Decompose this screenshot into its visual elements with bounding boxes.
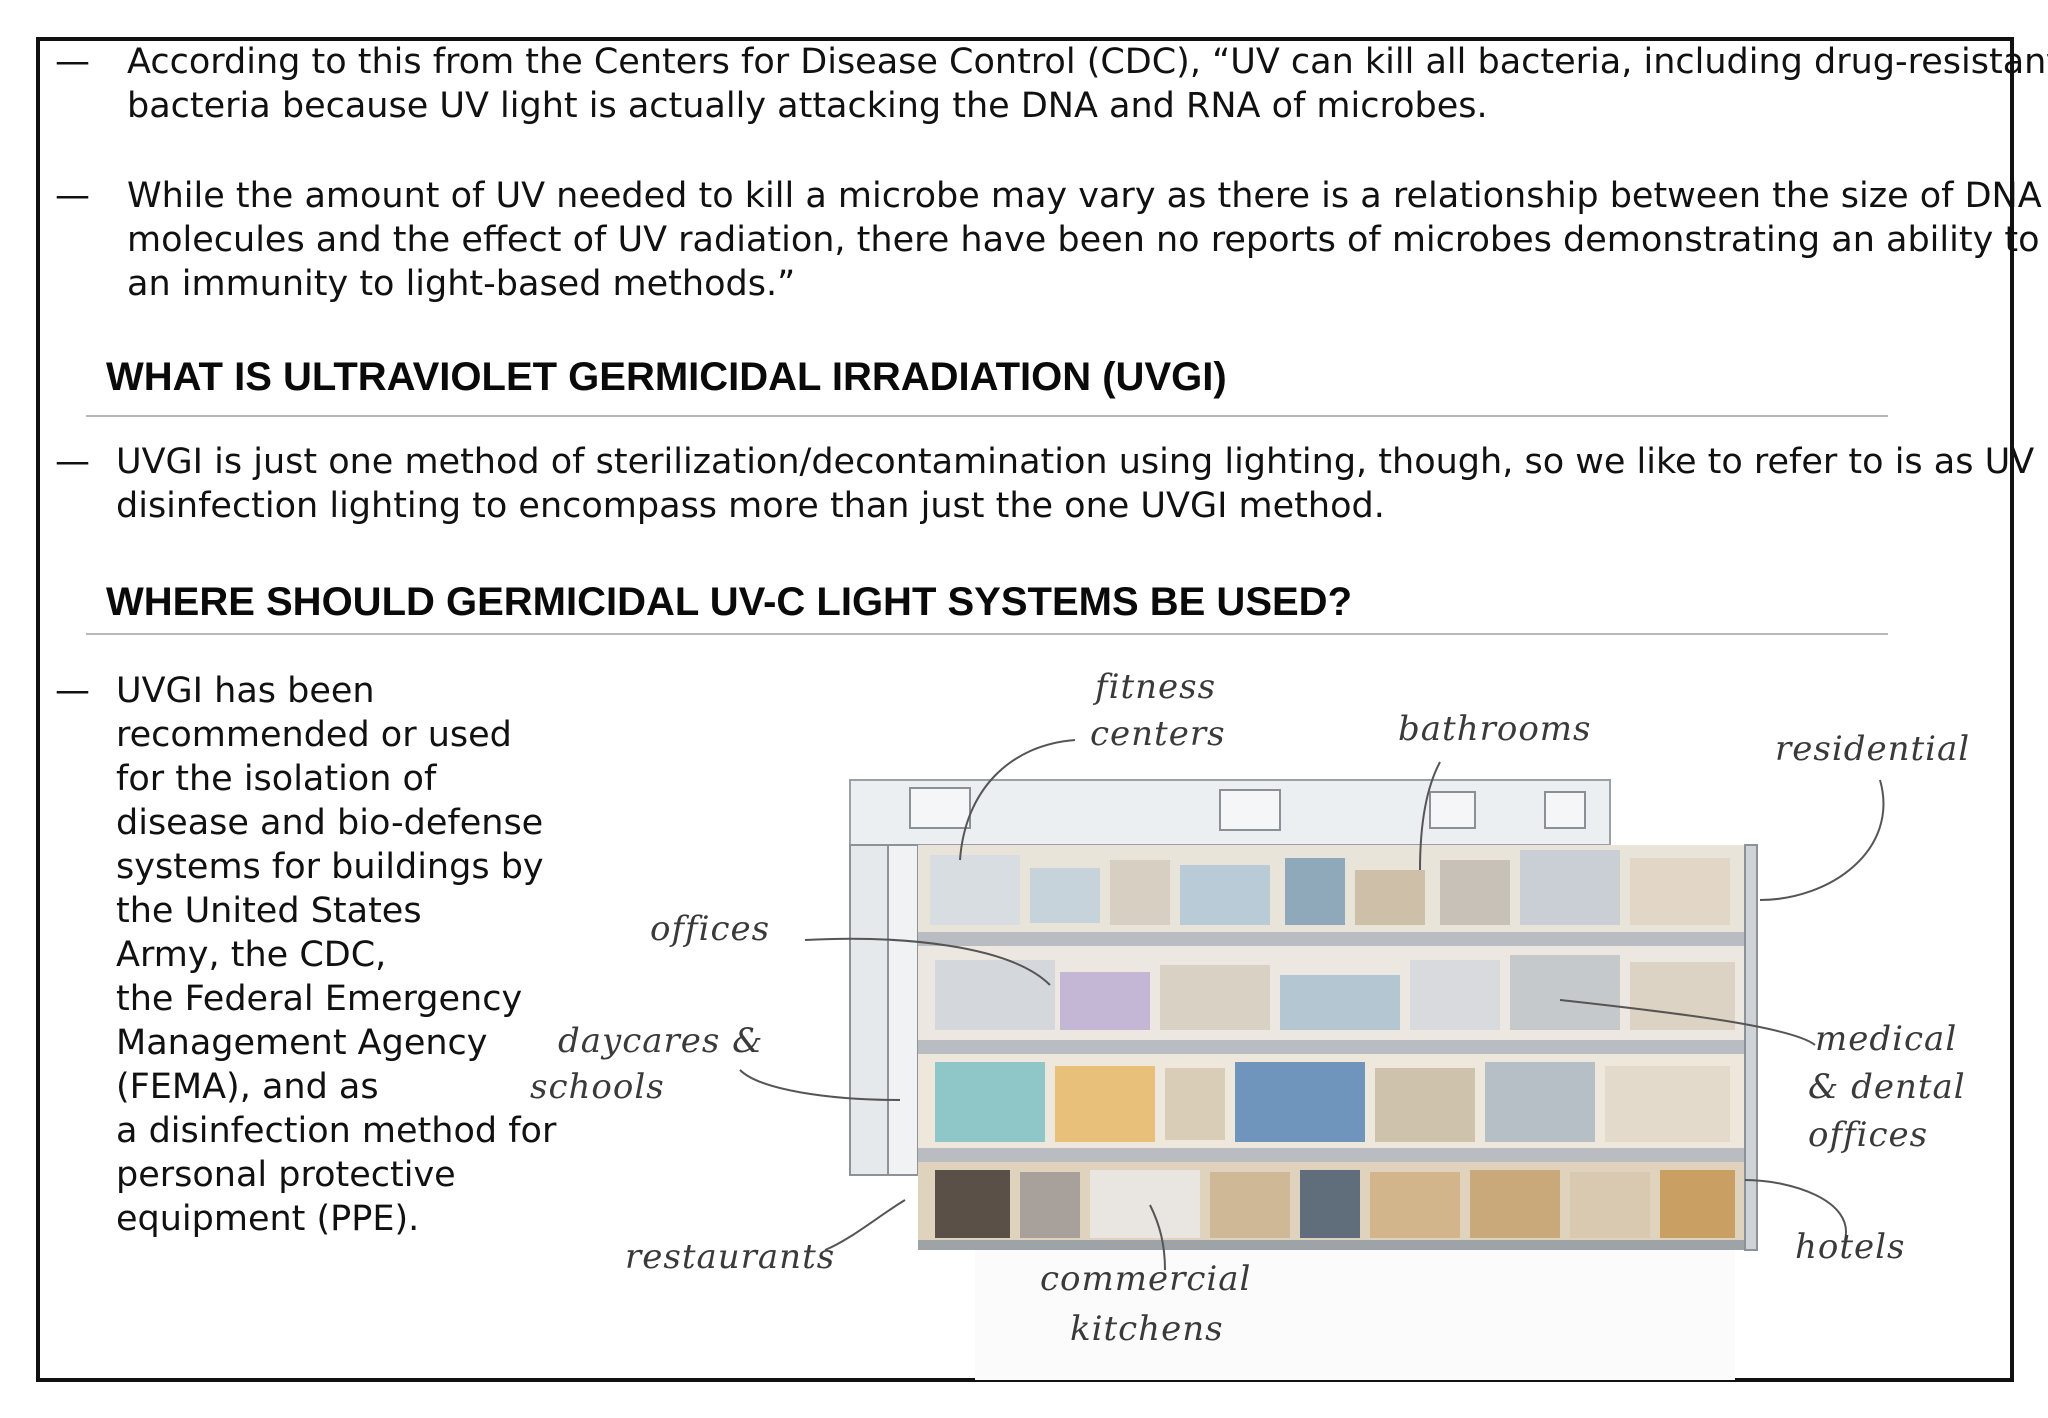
label-fitness: fitness	[1092, 667, 1216, 707]
bullet-uvgi-recommended: UVGI has been recommended or used for th…	[116, 669, 556, 1241]
text-line: equipment (PPE).	[116, 1199, 420, 1239]
heading-rule	[86, 633, 1888, 635]
bullet-cdc-quote: According to this from the Centers for D…	[127, 40, 2048, 128]
text-line: a disinfection method for	[116, 1111, 557, 1151]
bullet-uv-amount: While the amount of UV needed to kill a …	[127, 174, 2048, 306]
bullet-dash: —	[55, 42, 90, 82]
building-cutaway-illustration: fitness centers bathrooms residential of…	[530, 667, 1970, 1380]
label-hotels: hotels	[1795, 1227, 1905, 1267]
text-line: for the isolation of	[116, 759, 437, 799]
text-line: the Federal Emergency	[116, 979, 523, 1019]
text-line: personal protective	[116, 1155, 456, 1195]
text-line: Army, the CDC,	[116, 935, 387, 975]
text-line: According to this from the Centers for D…	[127, 42, 2048, 82]
label-dental: & dental	[1808, 1067, 1966, 1107]
text-line: the United States	[116, 891, 422, 931]
bullet-dash: —	[55, 442, 90, 482]
text-line: disinfection lighting to encompass more …	[116, 486, 1385, 526]
text-line: (FEMA), and as	[116, 1067, 379, 1107]
label-daycares: daycares &	[558, 1021, 763, 1061]
text-line: recommended or used	[116, 715, 512, 755]
text-line: disease and bio-defense	[116, 803, 544, 843]
text-line: UVGI is just one method of sterilization…	[116, 442, 2035, 482]
label-kitchens: kitchens	[1070, 1309, 1224, 1349]
text-line: Management Agency	[116, 1023, 488, 1063]
bullet-dash: —	[55, 176, 90, 216]
text-line: UVGI has been	[116, 671, 375, 711]
label-commercial: commercial	[1040, 1259, 1251, 1299]
heading-rule	[86, 415, 1888, 417]
heading-what-is-uvgi: WHAT IS ULTRAVIOLET GERMICIDAL IRRADIATI…	[106, 355, 1227, 399]
label-residential: residential	[1775, 729, 1970, 769]
label-medical: medical	[1815, 1019, 1957, 1059]
leader-lines	[739, 739, 1885, 1271]
label-centers: centers	[1090, 714, 1226, 754]
text-line: molecules and the effect of UV radiation…	[127, 220, 2048, 260]
label-medical-offices: offices	[1808, 1115, 1928, 1155]
bullet-uvgi-method: UVGI is just one method of sterilization…	[116, 440, 2034, 528]
bullet-dash: —	[55, 671, 90, 711]
text-line: bacteria because UV light is actually at…	[127, 86, 1488, 126]
building-structure	[849, 779, 1758, 1251]
label-schools: schools	[530, 1067, 665, 1107]
text-line: systems for buildings by	[116, 847, 544, 887]
text-line: an immunity to light-based methods.”	[127, 264, 796, 304]
text-line: While the amount of UV needed to kill a …	[127, 176, 2042, 216]
label-offices: offices	[650, 909, 770, 949]
label-restaurants: restaurants	[625, 1237, 835, 1277]
label-bathrooms: bathrooms	[1398, 709, 1591, 749]
slide-frame	[36, 37, 2014, 1382]
heading-where-used: WHERE SHOULD GERMICIDAL UV-C LIGHT SYSTE…	[106, 580, 1352, 624]
